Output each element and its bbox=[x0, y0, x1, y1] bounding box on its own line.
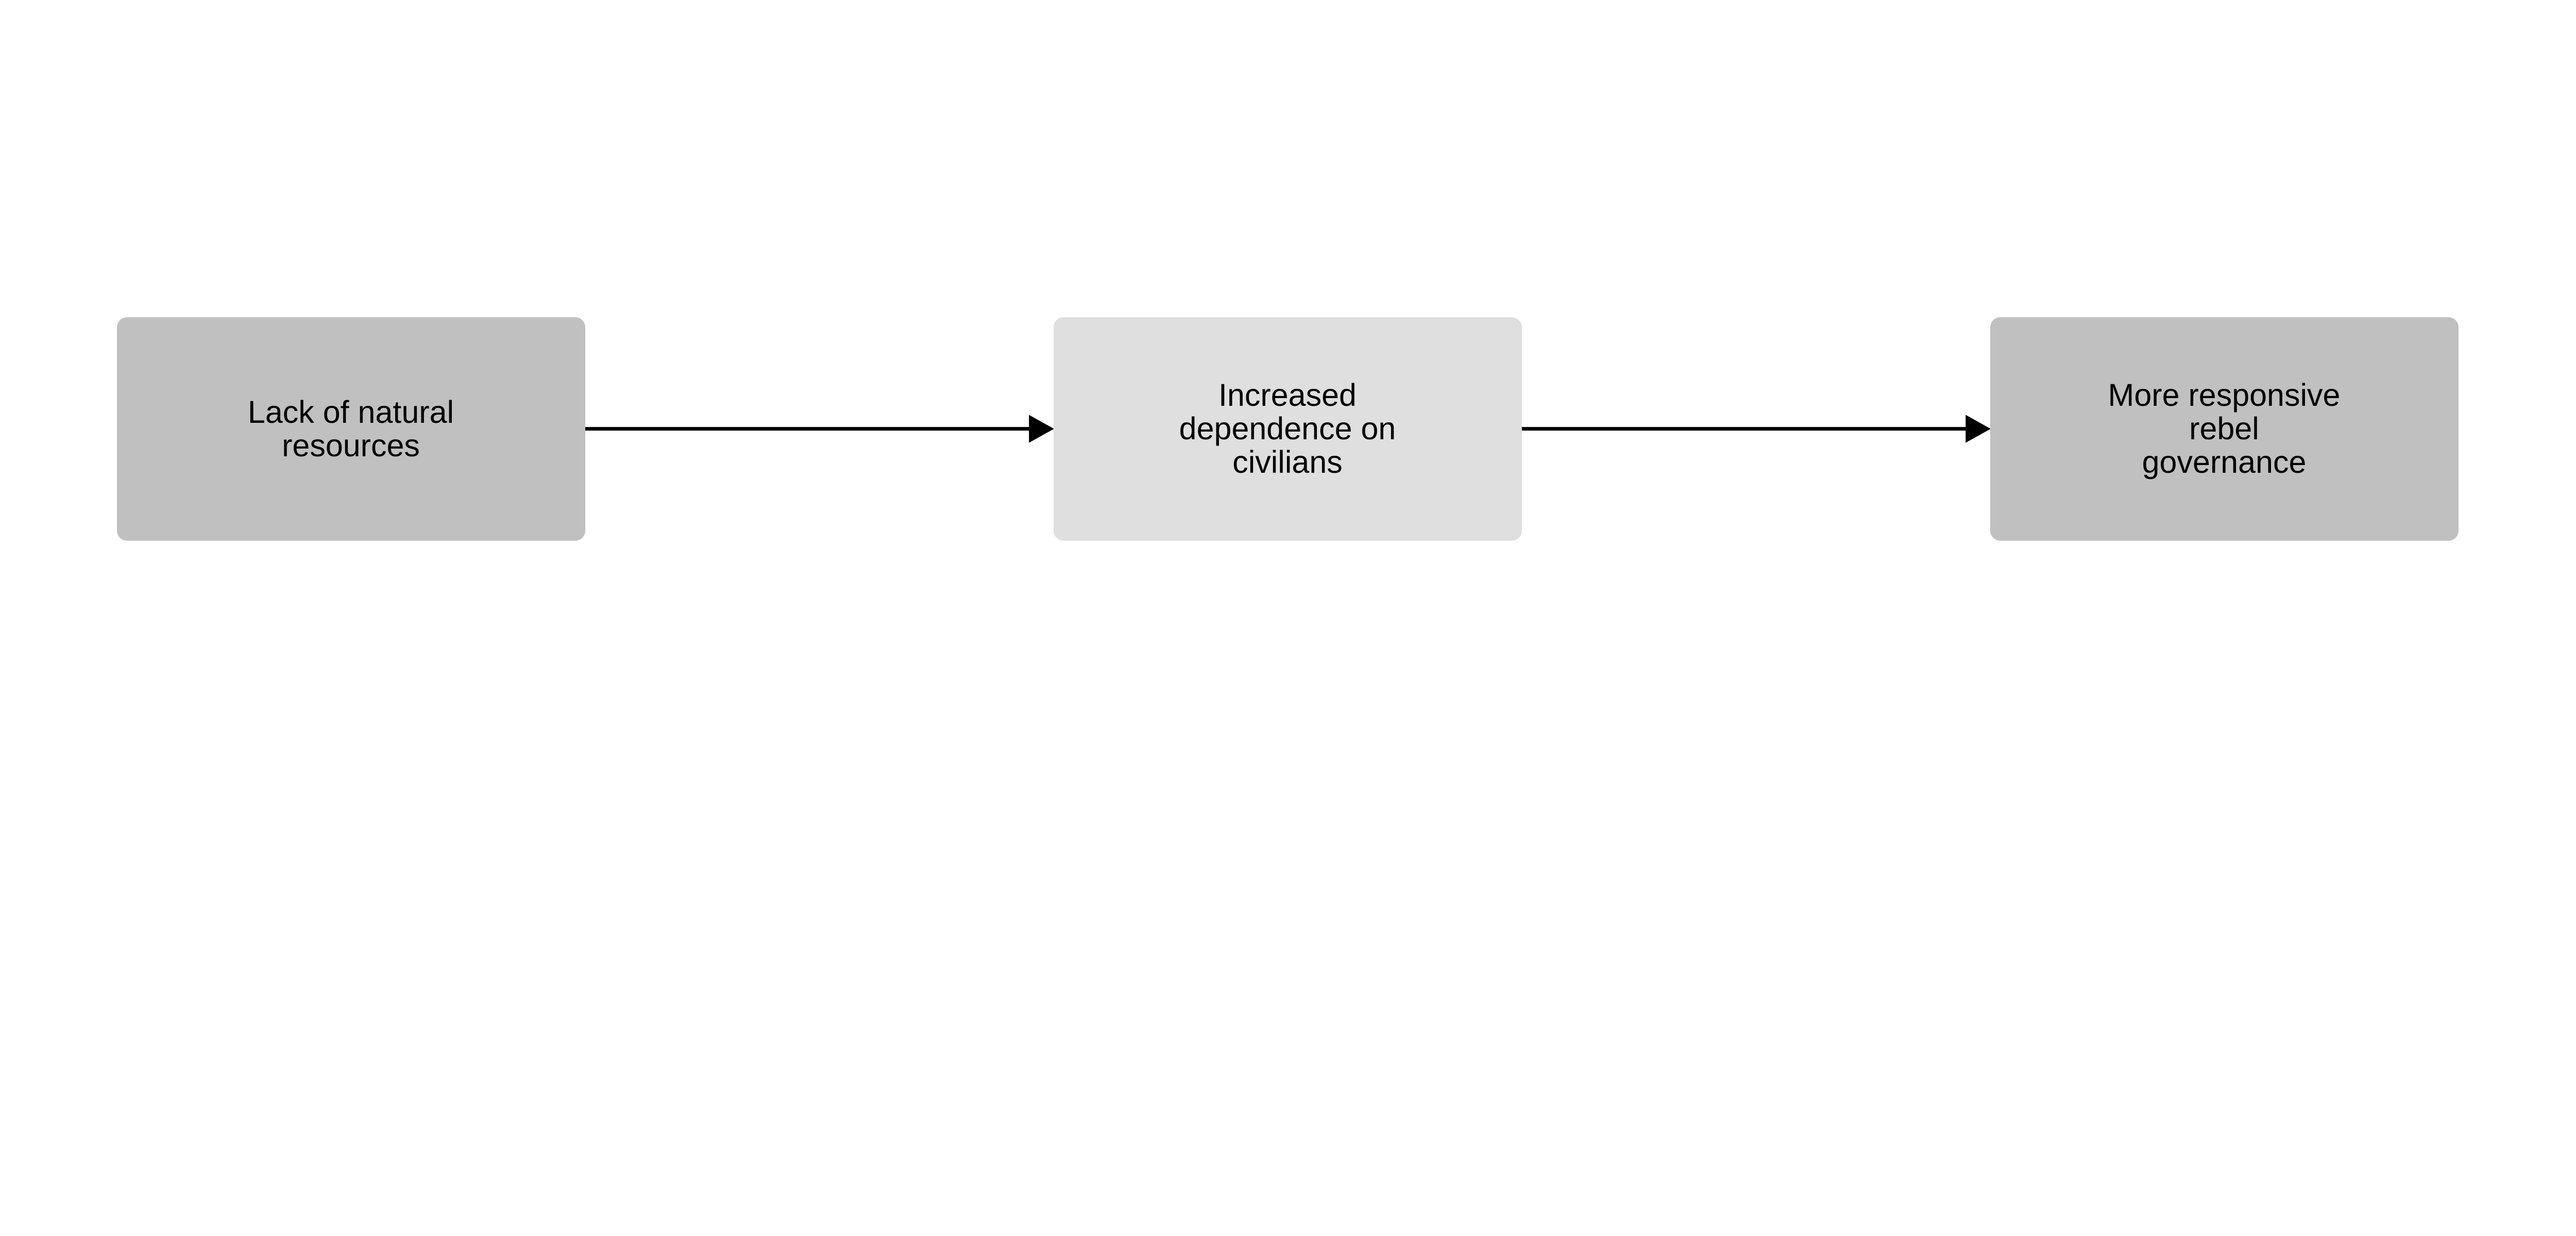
node-lack-of-natural-resources: Lack of natural resources bbox=[116, 317, 585, 541]
node-increased-dependence-on-civilians: Increased dependence on civilians bbox=[1053, 317, 1522, 541]
node-more-responsive-rebel-governance: More responsive rebel governance bbox=[1990, 317, 2459, 541]
arrows-layer bbox=[585, 415, 1991, 443]
node-label: More responsive rebel governance bbox=[2108, 377, 2341, 479]
arrow-1-to-2 bbox=[585, 415, 1054, 443]
node-label: Lack of natural resources bbox=[247, 394, 454, 463]
arrowhead-icon bbox=[1965, 415, 1991, 443]
arrowhead-icon bbox=[1029, 415, 1054, 443]
arrow-2-to-3 bbox=[1521, 415, 1991, 443]
node-label: Increased dependence on civilians bbox=[1179, 377, 1396, 479]
